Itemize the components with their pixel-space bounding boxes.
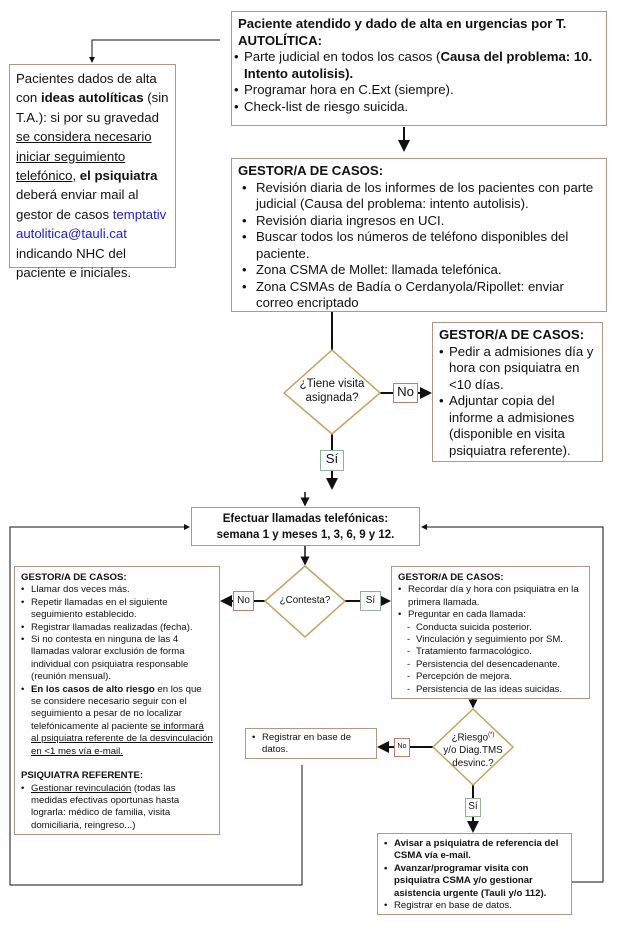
right-gestor-title: GESTOR/A DE CASOS: <box>398 572 504 583</box>
text-underline: se considera necesario iniciar seguimien… <box>16 129 152 184</box>
right-gestor-box: GESTOR/A DE CASOS: Recordar día y hora c… <box>391 566 590 699</box>
loop-right <box>421 524 604 883</box>
gestor-visita-title: GESTOR/A DE CASOS: <box>439 327 585 342</box>
gestor-visita-item: Adjuntar copia del informe a admisiones … <box>439 393 596 459</box>
no-visita-tag: No <box>393 383 418 403</box>
text-bold: ideas autolíticas <box>40 90 144 106</box>
gestor-visita-box: GESTOR/A DE CASOS: Pedir a admisiones dí… <box>432 322 603 462</box>
text: en los que se considere necesario seguir… <box>31 683 202 732</box>
final-item: Avisar a psiquiatra de referencia del CS… <box>384 838 565 863</box>
si-riesgo-tag: Sí <box>465 798 481 817</box>
psiquiatra-title: PSIQUIATRA REFERENTE: <box>21 770 144 782</box>
left-gestor-item: Repetir llamadas en el siguiente seguimi… <box>21 597 213 622</box>
registrar-box: Registrar en base de datos. <box>245 728 377 759</box>
text: deberá enviar mail al gestor de casos <box>16 187 139 222</box>
diamond-visita-label: ¿Tiene visita asignada? <box>299 378 365 404</box>
llamadas-line2: semana 1 y meses 1, 3, 6, 9 y 12. <box>216 529 395 541</box>
gestor-item: Revisión diaria de los informes de los p… <box>242 180 600 213</box>
left-gestor-item-alto-riesgo: En los casos de alto riesgo en los que s… <box>21 684 213 758</box>
final-box: Avisar a psiquiatra de referencia del CS… <box>377 833 572 915</box>
right-gestor-subitem: Tratamiento farmacológico. <box>398 646 583 659</box>
llamadas-line1: Efectuar llamadas telefónicas: <box>222 513 389 525</box>
right-gestor-subitem: Persistencia de las ideas suicidas. <box>398 684 583 697</box>
top-box-title: Paciente atendido y dado de alta en urge… <box>238 16 567 48</box>
top-box-item: Programar hora en C.Ext (siempre). <box>234 82 600 99</box>
left-gestor-title: GESTOR/A DE CASOS: <box>21 572 127 583</box>
left-box-ideas-autoliticas: Pacientes dados de alta con ideas autolí… <box>9 64 176 280</box>
final-item: Registrar en base de datos. <box>384 900 565 913</box>
text-underline: se informará al psiquiatra referente de … <box>31 720 213 757</box>
gestor-box-revision: GESTOR/A DE CASOS: Revisión diaria de lo… <box>231 158 607 312</box>
text: (sin T.A.): si por su gravedad <box>16 90 169 125</box>
gestor-item: Revisión diaria ingresos en UCI. <box>242 213 600 230</box>
gestor-item: Zona CSMAs de Badía o Cerdanyola/Ripolle… <box>242 279 600 312</box>
text: y/o Diag.TMS <box>443 745 503 757</box>
left-gestor-item: Llamar dos veces más. <box>21 584 213 597</box>
llamadas-box: Efectuar llamadas telefónicas: semana 1 … <box>191 507 420 546</box>
si-contesta-tag: Sí <box>360 591 381 611</box>
gestor-title: GESTOR/A DE CASOS: <box>238 163 384 178</box>
top-box-item: Parte judicial en todos los casos (Causa… <box>234 49 600 82</box>
top-box-item: Check-list de riesgo suicida. <box>234 99 600 116</box>
psiquiatra-item: Gestionar revinculación (todas las medid… <box>21 783 213 833</box>
email-link[interactable]: temptativautolitica@tauli.cat <box>16 206 167 242</box>
connector-top-to-left <box>89 39 220 63</box>
text: ¿Riesgo <box>451 732 489 744</box>
text: Parte judicial en todos los casos ( <box>244 49 441 64</box>
right-gestor-item: Recordar día y hora con psiquiatra en la… <box>398 584 583 609</box>
text: Pacientes dados de alta con <box>16 71 157 106</box>
text-bold: el psiquiatra <box>76 168 158 184</box>
top-box-urgencias: Paciente atendido y dado de alta en urge… <box>231 11 607 126</box>
right-gestor-subitem: Vinculación y seguimiento por SM. <box>398 634 583 647</box>
gestor-item: Buscar todos los números de teléfono dis… <box>242 229 600 262</box>
registrar-item: Registrar en base de datos. <box>252 732 370 757</box>
text-bold: En los casos de alto riesgo <box>31 683 155 695</box>
gestor-visita-item: Pedir a admisiones día y hora con psiqui… <box>439 344 596 394</box>
right-gestor-subitem: Conducta suicida posterior. <box>398 622 583 635</box>
text: indicando NHC del paciente e iniciales. <box>16 245 132 281</box>
right-gestor-item: Preguntar en cada llamada: <box>398 609 583 622</box>
gestor-item: Zona CSMA de Mollet: llamada telefónica. <box>242 262 600 279</box>
diamond-riesgo <box>431 707 515 787</box>
left-gestor-box: GESTOR/A DE CASOS: Llamar dos veces más.… <box>14 566 220 835</box>
right-gestor-subitem: Persistencia del desencadenante. <box>398 659 583 672</box>
diamond-visita <box>282 348 382 435</box>
right-gestor-subitem: Percepción de mejora. <box>398 671 583 684</box>
text-bold: Causa del problema: 10. Intento autolisi… <box>244 49 593 81</box>
final-item: Avanzar/programar visita con psiquiatra … <box>384 863 565 900</box>
no-contesta-tag: No <box>233 591 254 611</box>
left-gestor-item: Si no contesta en ninguna de las 4 llama… <box>21 634 213 684</box>
loop-left <box>9 524 303 886</box>
no-riesgo-tag: No <box>394 738 410 757</box>
diamond-riesgo-label: ¿Riesgo(*) y/o Diag.TMS desvinc.? <box>436 729 510 770</box>
text-sup: (*) <box>488 732 495 738</box>
diamond-contesta <box>263 565 347 639</box>
text: desvinc.? <box>452 758 494 770</box>
text-underline: Gestionar revinculación <box>31 782 132 794</box>
left-gestor-item: Registrar llamadas realizadas (fecha). <box>21 622 213 635</box>
diamond-contesta-label: ¿Contesta? <box>279 595 331 606</box>
text: (todas las medidas efectivas oportunas h… <box>31 782 180 831</box>
si-visita-tag: Sí <box>320 450 344 471</box>
